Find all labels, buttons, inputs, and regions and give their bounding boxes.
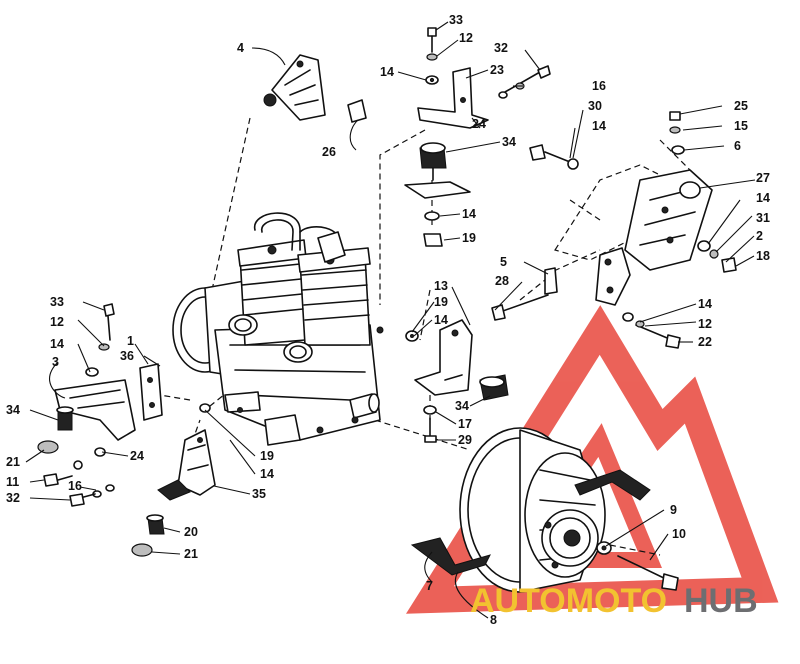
- callout-label: 29: [458, 433, 472, 447]
- left-mount-parts: [37, 303, 163, 507]
- leader-lines: [25, 21, 756, 619]
- callout-label: 32: [6, 491, 20, 505]
- callout-label: 19: [462, 231, 476, 245]
- callout-label: 34: [502, 135, 516, 149]
- callout-label: 19: [260, 449, 274, 463]
- callout-label: 17: [458, 417, 472, 431]
- callout-label: 9: [670, 503, 677, 517]
- watermark-text-automoto: AUTOMOTO: [470, 582, 667, 620]
- callout-label: 34: [6, 403, 20, 417]
- callout-label: 27: [756, 171, 770, 185]
- callout-label: 12: [459, 31, 473, 45]
- callout-label: 18: [756, 249, 770, 263]
- callout-label: 15: [734, 119, 748, 133]
- callout-label: 14: [756, 191, 770, 205]
- callout-label: 28: [495, 274, 509, 288]
- callout-label: 23: [490, 63, 504, 77]
- callout-label: 14: [462, 207, 476, 221]
- engine-assembly: [172, 212, 384, 446]
- callout-label: 16: [68, 479, 82, 493]
- callout-label: 21: [184, 547, 198, 561]
- callout-label: 20: [184, 525, 198, 539]
- part-13-bracket: [405, 319, 509, 443]
- callout-label: 12: [698, 317, 712, 331]
- callout-label: 12: [50, 315, 64, 329]
- callout-label: 6: [734, 139, 741, 153]
- callout-label: 24: [130, 449, 144, 463]
- callout-label: 1: [127, 334, 134, 348]
- part-4-bracket: [263, 54, 367, 123]
- callout-label: 11: [6, 475, 19, 489]
- callout-labels: 33 12 32 14 23 16 4 30 14 25 15 24 26 34…: [6, 13, 770, 627]
- callout-label: 14: [434, 313, 448, 327]
- drive-belt: [410, 469, 651, 576]
- callout-label: 33: [449, 13, 463, 27]
- callout-label: 33: [50, 295, 64, 309]
- callout-label: 10: [672, 527, 686, 541]
- callout-label: 31: [756, 211, 770, 225]
- callout-label: 36: [120, 349, 134, 363]
- callout-label: 16: [592, 79, 606, 93]
- callout-label: 21: [6, 455, 20, 469]
- watermark-triangle: [405, 305, 779, 614]
- callout-label: 7: [426, 579, 433, 593]
- callout-label: 5: [500, 255, 507, 269]
- watermark-wordmark: AUTOMOTO HUB: [470, 582, 758, 620]
- callout-label: 2: [756, 229, 763, 243]
- callout-label: 30: [588, 99, 602, 113]
- callout-label: 34: [455, 399, 469, 413]
- callout-label: 25: [734, 99, 748, 113]
- callout-label: 22: [698, 335, 712, 349]
- callout-label: 32: [494, 41, 508, 55]
- top-mount-parts: [404, 27, 551, 247]
- callout-label: 4: [237, 41, 244, 55]
- callout-label: 19: [434, 295, 448, 309]
- callout-label: 14: [380, 65, 394, 79]
- callout-label: 14: [260, 467, 274, 481]
- callout-label: 14: [698, 297, 712, 311]
- part-35-bracket: [131, 403, 216, 557]
- watermark-text-hub: HUB: [684, 582, 758, 620]
- callout-label: 3: [52, 355, 59, 369]
- callout-label: 13: [434, 279, 448, 293]
- right-mount-parts: [491, 111, 737, 349]
- callout-label: 8: [490, 613, 497, 627]
- callout-label: 26: [322, 145, 336, 159]
- callout-label: 14: [50, 337, 64, 351]
- callout-label: 14: [592, 119, 606, 133]
- callout-label: 24: [472, 117, 486, 131]
- callout-label: 35: [252, 487, 266, 501]
